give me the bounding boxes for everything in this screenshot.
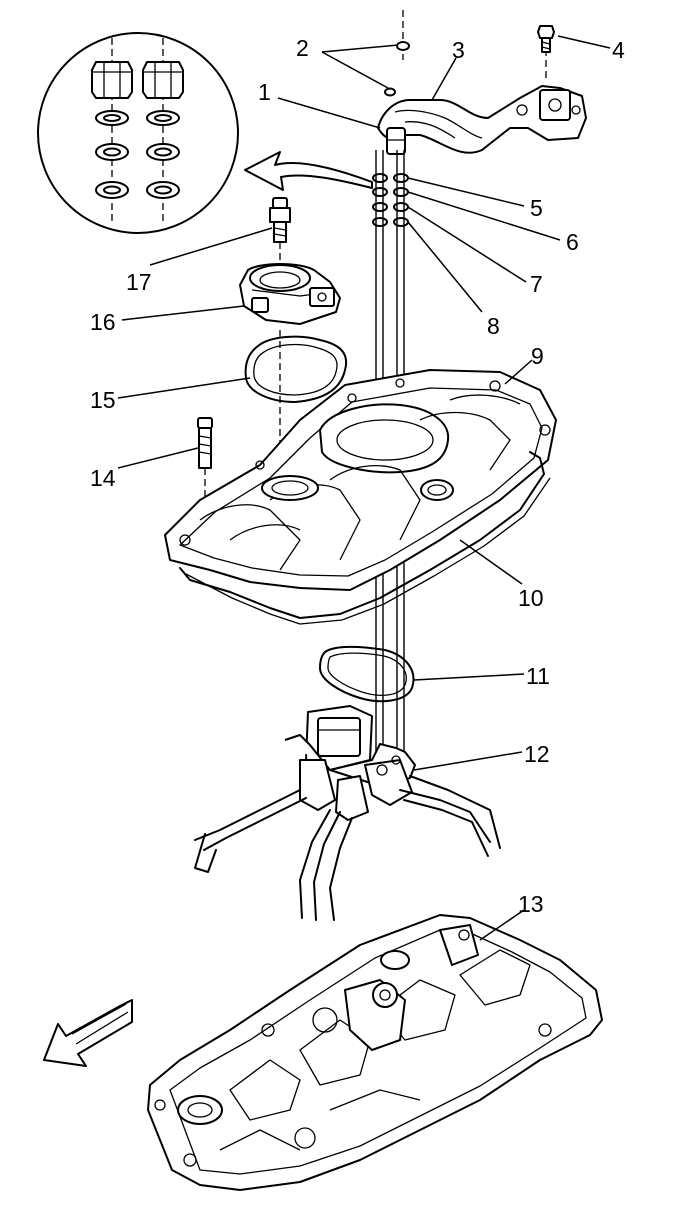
callout-12: 12	[524, 741, 550, 767]
callout-3: 3	[452, 37, 465, 63]
nut-2	[384, 41, 410, 97]
callout-2: 2	[296, 35, 309, 61]
curved-detail-arrow-icon	[244, 151, 373, 191]
lower-intake-manifold-13	[147, 914, 603, 1191]
throttle-body-16	[239, 263, 341, 325]
callout-1: 1	[258, 79, 271, 105]
front-direction-arrow-icon	[43, 999, 133, 1067]
callout-5: 5	[530, 195, 543, 221]
callout-9: 9	[531, 343, 544, 369]
callout-16: 16	[90, 309, 116, 335]
callout-7: 7	[530, 271, 543, 297]
o-ring-stack	[372, 173, 409, 227]
callout-8: 8	[487, 313, 500, 339]
callout-13: 13	[518, 891, 544, 917]
manifold-gasket-10	[179, 451, 551, 625]
detail-inset	[37, 32, 239, 234]
callout-11: 11	[526, 663, 550, 689]
leader-lines	[117, 35, 611, 941]
throttle-gasket-15	[244, 335, 348, 403]
detail-stack-right	[142, 61, 184, 199]
callout-6: 6	[566, 229, 579, 255]
callout-4: 4	[612, 37, 625, 63]
upper-intake-manifold-9	[164, 369, 557, 591]
sensor-17	[269, 197, 291, 280]
stud-14	[197, 417, 213, 520]
callout-17: 17	[126, 269, 152, 295]
bolt-4	[537, 25, 555, 53]
callout-10: 10	[518, 585, 544, 611]
fuel-pipe-bracket	[377, 85, 587, 155]
fuel-injector-assembly-12	[194, 705, 501, 921]
callout-labels: 1 2 3 4 5 6 7 8 9 10 11 12 13 14 15 16 1…	[90, 35, 625, 917]
detail-stack-left	[91, 61, 133, 199]
callout-15: 15	[90, 387, 116, 413]
callout-14: 14	[90, 465, 116, 491]
gasket-11	[319, 645, 415, 703]
